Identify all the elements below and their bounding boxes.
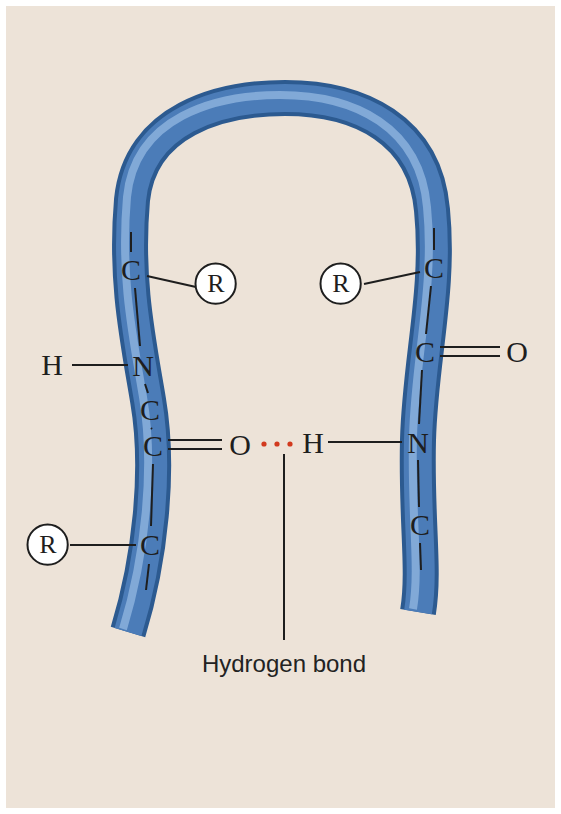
bond — [418, 460, 419, 507]
bond — [364, 272, 420, 284]
atom-symbol: C — [121, 255, 141, 285]
dot — [287, 441, 292, 446]
double-bond — [440, 355, 500, 357]
leader-line — [283, 454, 285, 640]
atom-symbol: H — [41, 350, 63, 380]
double-bond — [440, 346, 500, 348]
side-chain-label: R — [319, 262, 362, 297]
bond — [146, 564, 149, 590]
side-chain-label: R — [26, 523, 69, 558]
side-chain-label: R — [194, 262, 237, 297]
atom-symbol: N — [407, 428, 429, 458]
double-bond — [168, 448, 222, 450]
atom-symbol: C — [410, 510, 430, 540]
bond — [420, 543, 421, 570]
bond — [130, 232, 132, 252]
atom-symbol: C — [140, 530, 160, 560]
atom-symbol: O — [506, 337, 528, 367]
dot — [274, 441, 279, 446]
side-chain-circle: R — [194, 262, 237, 305]
atom-symbol: N — [132, 351, 154, 381]
double-bond — [168, 439, 222, 441]
bond — [72, 364, 128, 366]
tube-body — [128, 98, 434, 632]
bond — [151, 428, 152, 429]
bond — [135, 288, 140, 346]
bond — [419, 370, 422, 424]
atom-symbol: H — [302, 428, 324, 458]
atom-symbol: C — [140, 395, 160, 425]
side-chain-circle: R — [26, 523, 69, 566]
side-chain-circle: R — [319, 262, 362, 305]
hydrogen-bond-dots — [261, 441, 292, 446]
bond — [151, 464, 153, 526]
dot — [261, 441, 266, 446]
bond — [433, 228, 435, 250]
bond — [70, 544, 136, 546]
bond — [147, 276, 196, 287]
bond — [328, 441, 402, 443]
atom-symbol: C — [424, 253, 444, 283]
atom-symbol: C — [415, 337, 435, 367]
background-panel — [6, 6, 555, 808]
tube-shadow — [128, 98, 434, 632]
bond — [145, 384, 148, 393]
atom-symbol: C — [143, 431, 163, 461]
callout-label: Hydrogen bond — [202, 652, 366, 676]
atom-symbol: O — [229, 430, 251, 460]
tube-highlight — [123, 95, 429, 629]
polypeptide-tube — [123, 95, 434, 632]
bond — [426, 286, 431, 334]
